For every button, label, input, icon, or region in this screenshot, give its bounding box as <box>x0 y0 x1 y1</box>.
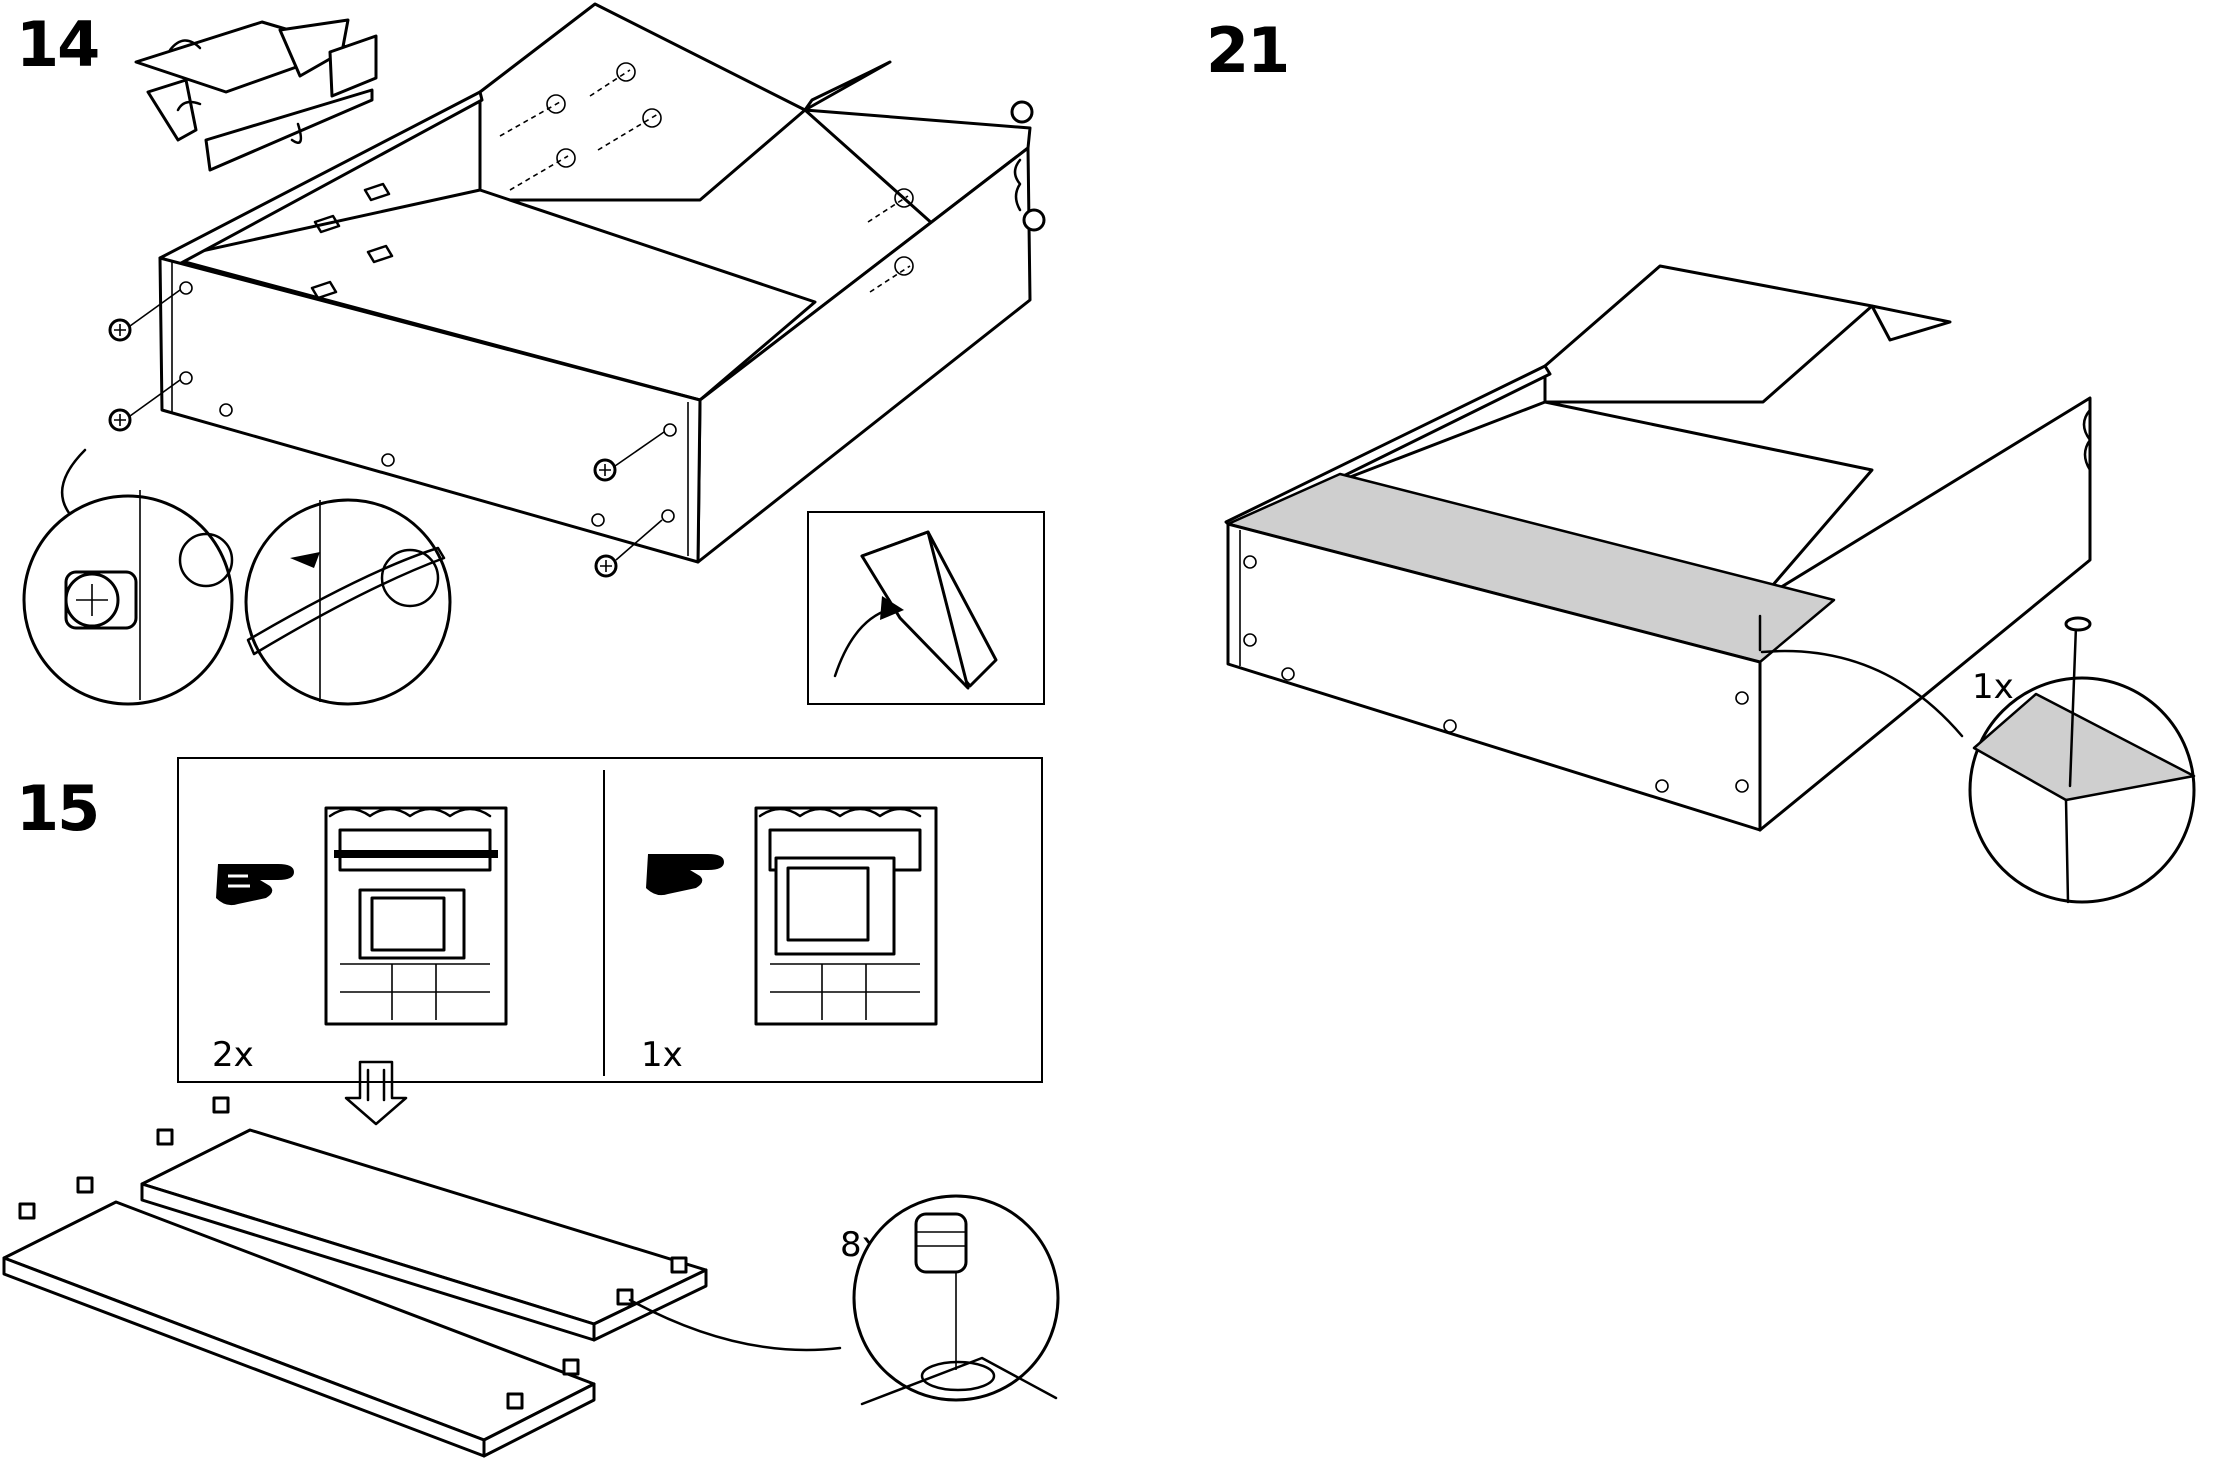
nail-detail-magnifier <box>1970 618 2194 902</box>
cam-detail-circles <box>24 450 450 704</box>
cabinet-option-a <box>326 808 506 1024</box>
step-15-illustration <box>4 758 1058 1456</box>
shelf-boards <box>4 1130 706 1456</box>
step-21-illustration <box>1226 266 2194 902</box>
double-outline-down-arrow-icon <box>346 1062 406 1124</box>
pointing-hand-icon <box>216 864 294 905</box>
tab-fold-inset <box>808 512 1044 704</box>
drawer-box <box>160 4 1030 562</box>
cam-detail-magnifier <box>630 1196 1058 1404</box>
exploded-drawer-parts <box>136 20 376 170</box>
cabinet-option-b <box>756 808 936 1024</box>
pointing-hand-icon <box>646 854 724 895</box>
step-14-illustration <box>24 4 1044 704</box>
